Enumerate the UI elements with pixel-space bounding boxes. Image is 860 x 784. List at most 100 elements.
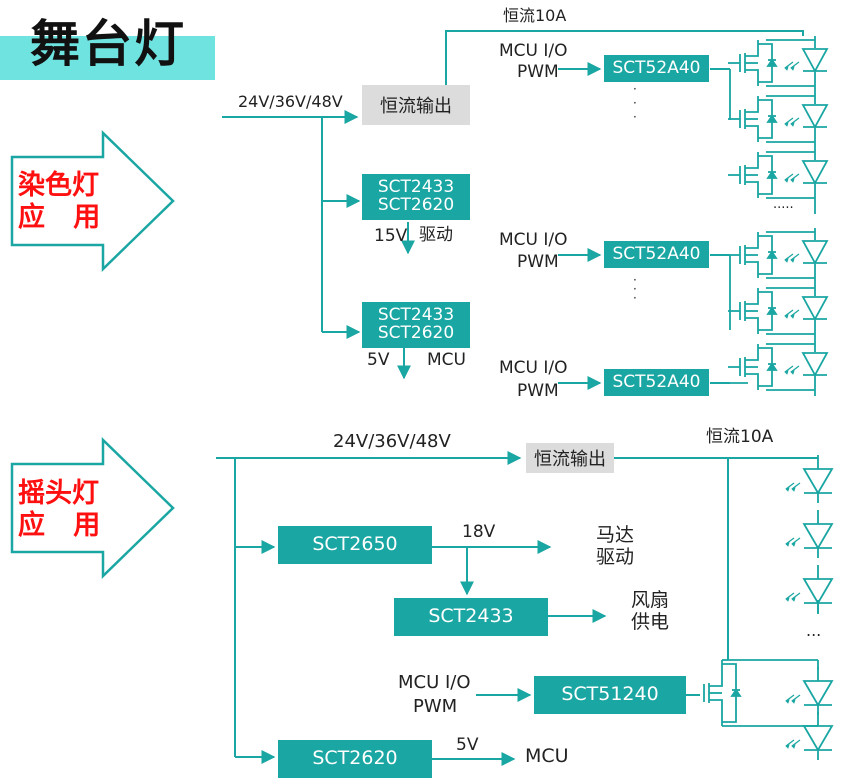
top-group2-mosfet2-drain (745, 288, 759, 305)
top-input-voltage: 24V/36V/48V (238, 92, 343, 111)
top-group1-led2-ray1 (790, 117, 800, 125)
bottom-chip-51240: SCT51240 (534, 676, 686, 714)
bottom-pwm: PWM (413, 696, 458, 717)
bottom-led1 (802, 468, 834, 495)
top-buck-chip-1-line2: SCT2620 (377, 195, 455, 215)
bottom-led4-ray1 (791, 694, 801, 702)
top-drive-voltage: 15V (374, 226, 408, 246)
top-group2-led1-ray1 (790, 253, 800, 261)
bottom-mcu-io: MCU I/O (398, 672, 471, 693)
top-group1-led3 (801, 160, 829, 185)
bottom-led2-ray1 (791, 537, 801, 545)
top-group2-led1-ray2-head (784, 258, 789, 263)
bottom-led3-ray1 (791, 592, 801, 600)
top-group1-led2-ray2 (784, 117, 794, 125)
top-group2-led3-ray2-head (784, 370, 789, 375)
top-group1-mosfet2-drain (745, 96, 759, 113)
top-group1-mosfet1-source (745, 69, 759, 86)
top-buck-chip-2-line1: SCT2433 (377, 305, 455, 326)
top-group1-mosfet2-diode (766, 114, 778, 123)
bottom-led3-ray1-head (791, 597, 796, 602)
top-pwm-2: PWM (517, 252, 559, 272)
top-group2-led3-ray2 (784, 365, 794, 373)
top-group2-led2-ray1-head (790, 314, 795, 319)
top-vdots-2: · · · (633, 273, 637, 305)
top-mcu-io-2: MCU I/O (499, 230, 568, 250)
top-group2-mosfet2-source (745, 317, 759, 334)
top-group2-mosfet1-diode (766, 250, 778, 259)
top-app-label: 染色灯 应 用 (18, 170, 101, 234)
top-buck-chip-1-line1: SCT2433 (377, 177, 455, 198)
top-group2-led2-ray2-head (784, 314, 789, 319)
bottom-motor-label: 马达驱动 (596, 524, 635, 568)
top-group2-led1-ray2 (784, 253, 794, 261)
top-group1-led1-ray1-head (790, 66, 795, 71)
bottom-led2-ray2-head (785, 542, 790, 547)
bottom-led5-ray1-head (791, 744, 796, 749)
bottom-led5-ray1 (791, 739, 801, 747)
top-cc-to-led (445, 30, 804, 85)
bottom-led5-ray2 (785, 739, 795, 747)
top-group2-mosfet3-source (745, 373, 759, 390)
top-buck-chip-2: SCT2433 SCT2620 (362, 302, 470, 348)
bottom-app-arrow (10, 437, 175, 579)
bottom-chip-2650: SCT2650 (278, 526, 432, 564)
bottom-mosfet-drain (709, 660, 723, 687)
top-group1-led2-ray1-head (790, 122, 795, 127)
top-group2-led1 (801, 240, 829, 265)
top-group2-led3-ray1 (790, 365, 800, 373)
top-group2-led1-ray1-head (790, 258, 795, 263)
top-group1-led3-ray2-head (784, 178, 789, 183)
bottom-led4-ray2-head (785, 699, 790, 704)
bottom-led2-ray2 (785, 537, 795, 545)
top-mcu-io-3: MCU I/O (499, 358, 568, 378)
bottom-mosfet-diode (730, 688, 742, 697)
top-buck-chip-1: SCT2433 SCT2620 (362, 174, 470, 220)
top-group1-mosfet2-source (745, 125, 759, 142)
bottom-led5-ray2-head (785, 744, 790, 749)
bottom-led5 (802, 725, 834, 752)
bottom-led2 (802, 523, 834, 550)
bottom-led1-ray1 (791, 482, 801, 490)
bottom-app-label: 摇头灯 应 用 (18, 478, 101, 542)
top-switch-chip-2: SCT52A40 (604, 241, 709, 268)
bottom-led1-ray2-head (785, 487, 790, 492)
top-hdots: ..... (773, 197, 794, 212)
page-title: 舞台灯 (30, 15, 186, 73)
top-group1-mosfet1-drain (745, 40, 759, 57)
top-group1-led3-ray2 (784, 173, 794, 181)
bottom-led4 (802, 680, 834, 707)
top-app-arrow (10, 130, 175, 272)
bottom-led4-ray2 (785, 694, 795, 702)
bottom-cc-current: 恒流10A (706, 427, 774, 447)
bottom-5v: 5V (456, 735, 479, 755)
top-mcu-label: MCU (427, 350, 466, 370)
top-group1-mosfet3-source (745, 181, 759, 198)
bottom-mcu-label: MCU (525, 745, 569, 767)
top-buck-chip-2-line2: SCT2620 (377, 323, 455, 343)
top-group1-led1-ray1 (790, 61, 800, 69)
top-switch-chip-3: SCT52A40 (604, 369, 709, 396)
top-pwm-3: PWM (517, 381, 559, 401)
bottom-chip-2433: SCT2433 (394, 598, 548, 636)
top-group2-mosfet1-drain (745, 232, 759, 249)
title-band (0, 36, 215, 80)
bottom-led2-ray1-head (791, 542, 796, 547)
top-group1-mosfet3-drain (745, 152, 759, 169)
top-group2-led2-ray2 (784, 309, 794, 317)
top-group2-mosfet1-source (745, 261, 759, 278)
top-group1-led2 (801, 104, 829, 129)
bottom-led4-ray1-head (791, 699, 796, 704)
top-drive-label: 驱动 (419, 225, 453, 245)
top-switch-chip-1: SCT52A40 (604, 55, 709, 82)
top-group1-mosfet1-diode (766, 58, 778, 67)
bottom-input-voltage: 24V/36V/48V (333, 431, 451, 452)
top-group2-mosfet3-diode (766, 362, 778, 371)
bottom-mosfet-source (709, 699, 723, 726)
bottom-led1-ray2 (785, 482, 795, 490)
top-mcu-voltage: 5V (367, 350, 390, 370)
top-group2-led3-ray1-head (790, 370, 795, 375)
top-group1-led1-ray2-head (784, 66, 789, 71)
top-group1-mosfet3-diode (766, 170, 778, 179)
